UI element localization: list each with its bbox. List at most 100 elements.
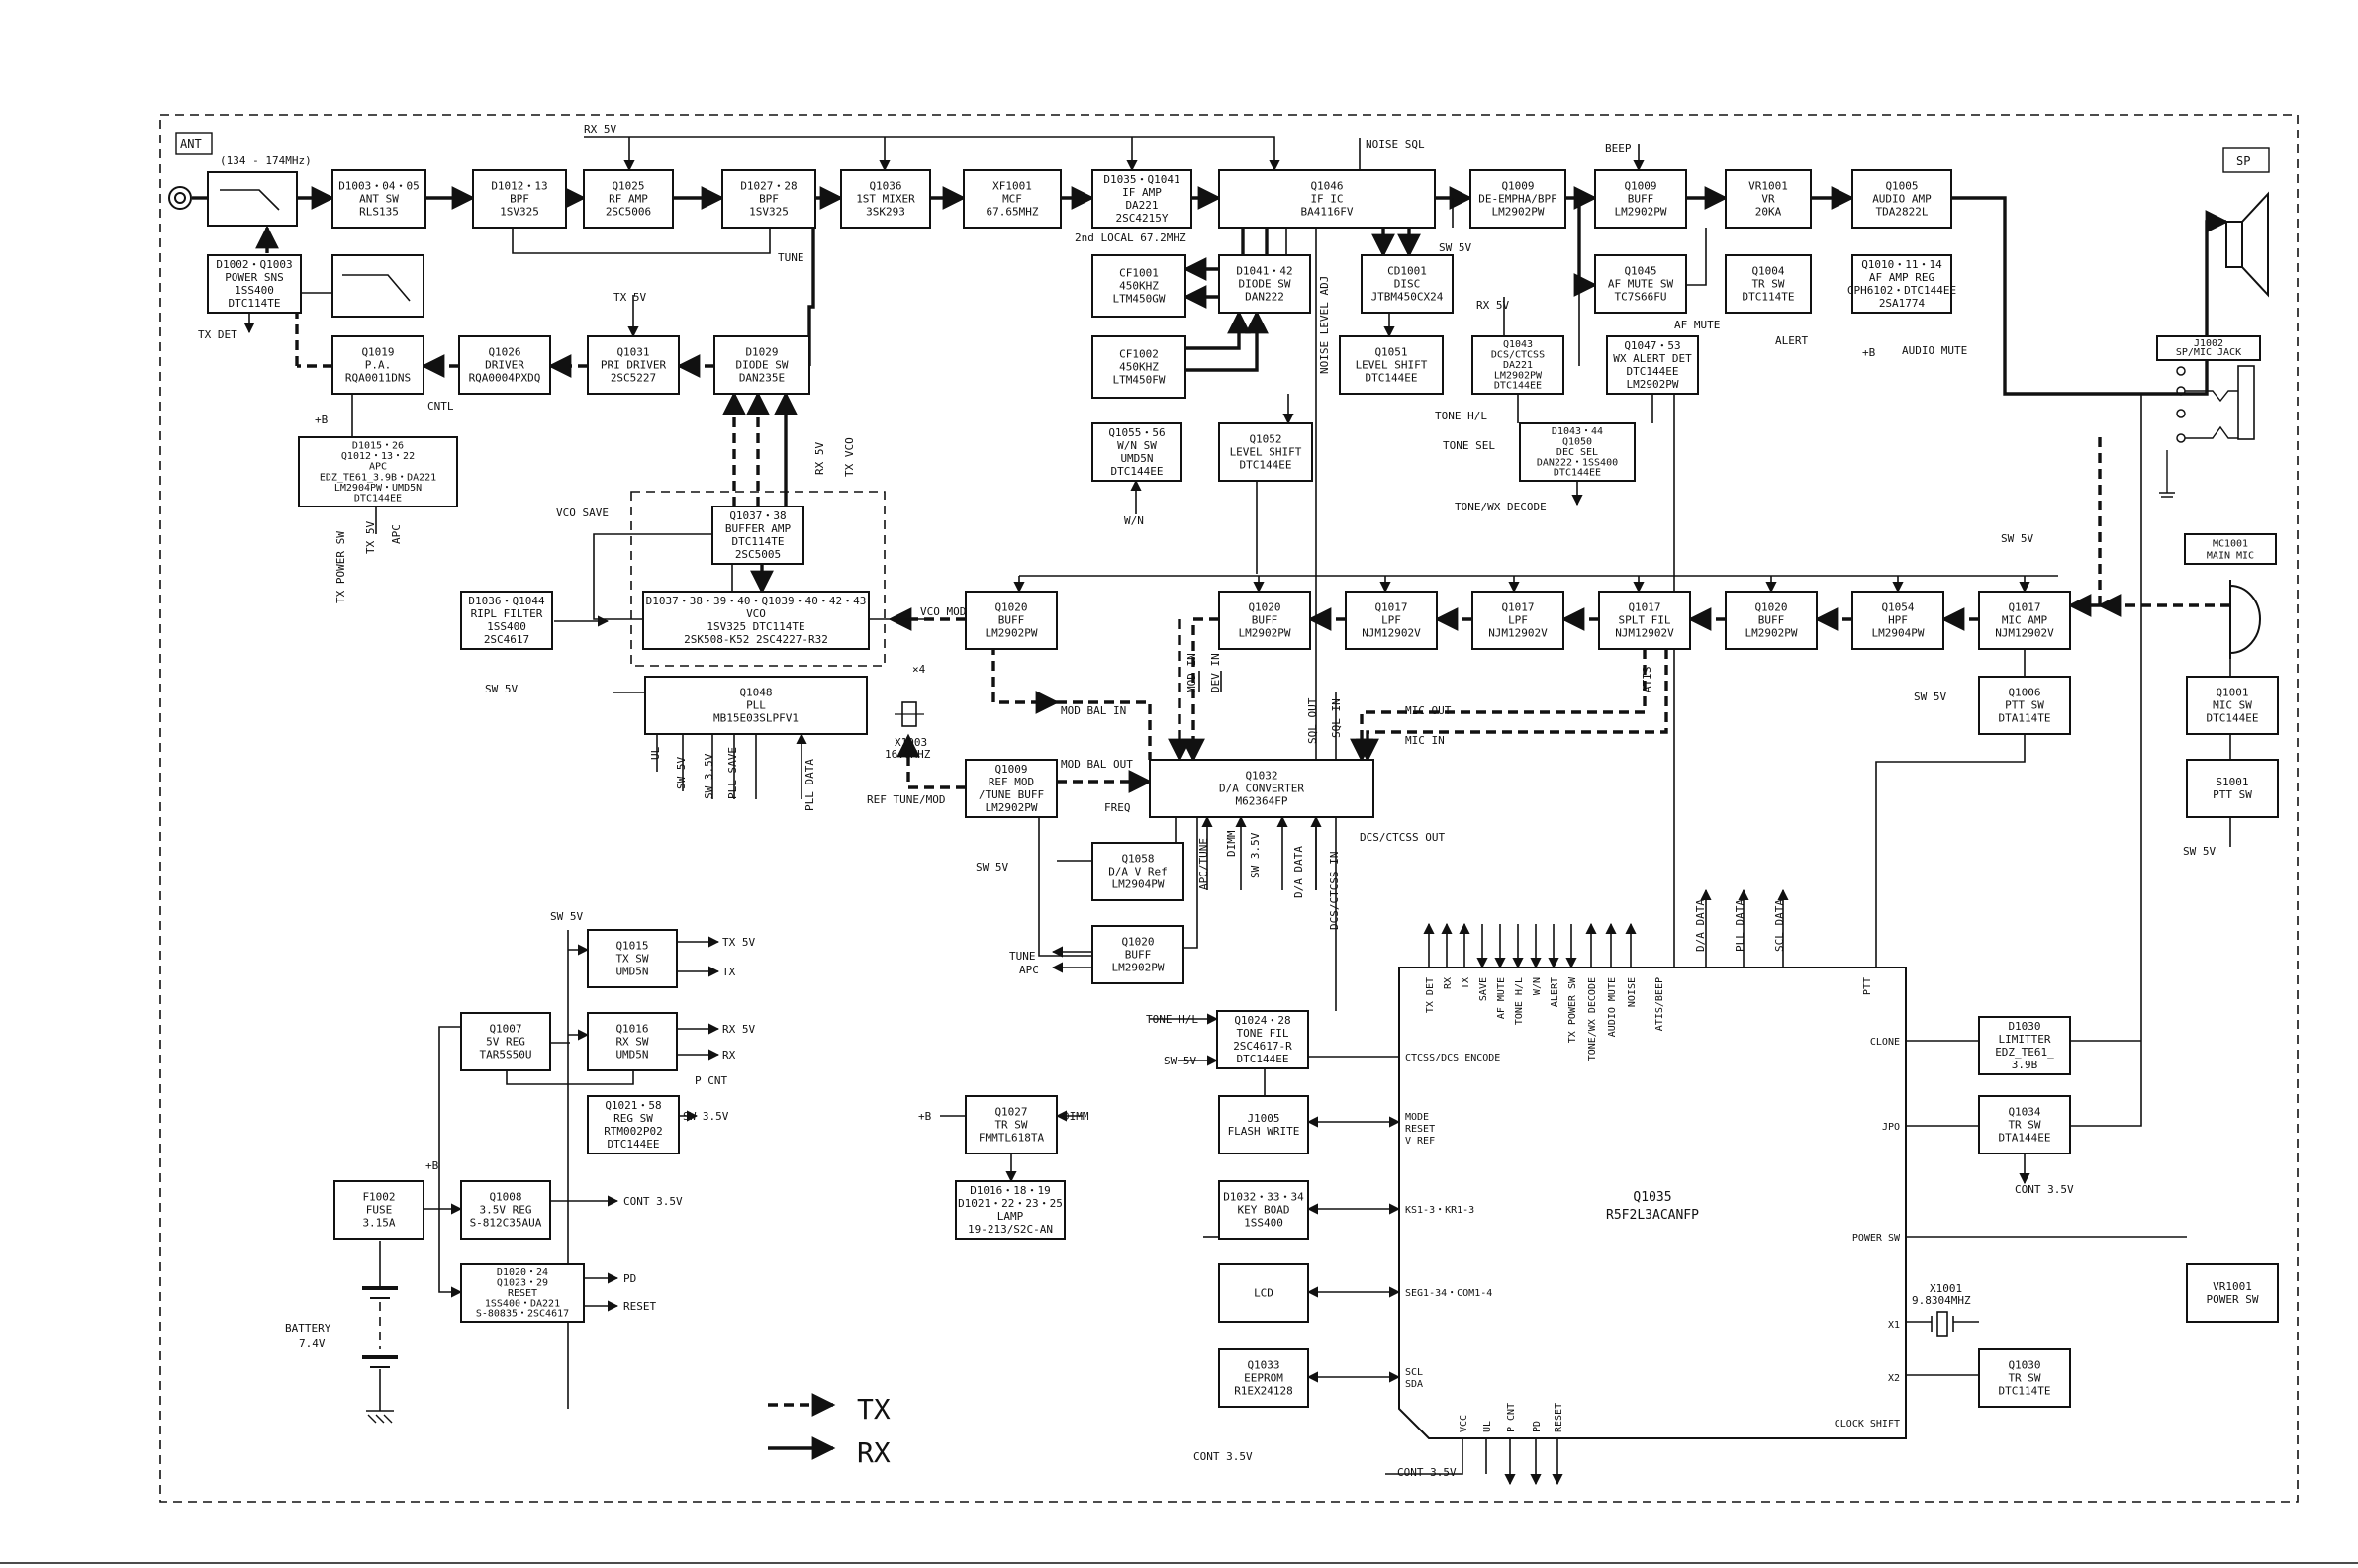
mcu-q1035 xyxy=(1398,967,1907,1439)
label-sw5v-f: SW 5V xyxy=(1164,1055,1196,1067)
mcu-ref: Q1035 xyxy=(1633,1190,1671,1205)
block-q1055-line: UMD5N xyxy=(1120,452,1153,465)
block-vr1001b-line: VR1001 xyxy=(2213,1280,2252,1293)
block-q1034-line: Q1034 xyxy=(2008,1106,2040,1119)
legend-tx: TX xyxy=(857,1393,891,1426)
block-d1012-line: 1SV325 xyxy=(500,206,539,219)
block-d1002-box xyxy=(207,254,302,314)
label-ref-tune: REF TUNE/MOD xyxy=(867,793,945,806)
block-q1017c-line: Q1017 xyxy=(1628,601,1660,614)
block-vr1001-line: VR1001 xyxy=(1748,180,1788,193)
block-q1020a-line: Q1020 xyxy=(994,601,1027,614)
block-d1030-line: LIMITTER xyxy=(1999,1033,2051,1046)
block-q1017d-line: Q1017 xyxy=(2008,601,2040,614)
label-tx-power-sw: TX POWER SW xyxy=(334,531,347,603)
block-q1020c-line: Q1020 xyxy=(1754,601,1787,614)
ant-label: ANT xyxy=(180,138,202,151)
block-q1033-box xyxy=(1218,1348,1309,1408)
block-d1015-line: Q1012・13・22 xyxy=(341,451,415,462)
block-q1019-line: RQA0011DNS xyxy=(345,372,411,385)
block-q1031-line: Q1031 xyxy=(616,346,649,359)
block-vco-line: VCO xyxy=(746,607,766,620)
block-d1003-box xyxy=(331,169,426,229)
block-q1020b-box xyxy=(1218,591,1311,650)
signal-wire xyxy=(1875,734,2026,968)
block-q1047-line: Q1047・53 xyxy=(1624,339,1680,352)
crystal-x1001-icon xyxy=(1931,1311,1954,1337)
block-d1036-line: RIPL FILTER xyxy=(471,607,543,620)
block-q1017c-line: SPLT FIL xyxy=(1619,614,1671,627)
block-q1017d-line: NJM12902V xyxy=(1995,627,2054,640)
signal-wire xyxy=(1185,310,1251,350)
label-plus-b-2: +B xyxy=(425,1159,439,1172)
label-plus-b-3: +B xyxy=(918,1110,932,1123)
block-vco-line: 1SV325 DTC114TE xyxy=(707,620,804,633)
block-q1021-line: REG SW xyxy=(613,1112,653,1125)
block-q1034-line: DTA144EE xyxy=(1999,1132,2051,1145)
block-q1010-box xyxy=(1851,254,1952,314)
block-q1055-box xyxy=(1091,422,1182,482)
block-cd1001-line: DISC xyxy=(1394,278,1421,291)
mcu-bottom-pin: VCC xyxy=(1459,1415,1469,1432)
label-x4: ×4 xyxy=(912,663,926,676)
block-q1051-line: DTC144EE xyxy=(1366,372,1418,385)
block-d1020-line: D1020・24 xyxy=(497,1267,548,1278)
block-j1002-box xyxy=(2156,335,2261,361)
block-q1036-line: Q1036 xyxy=(869,180,901,193)
block-f1002-box xyxy=(333,1180,424,1240)
block-q1020a-box xyxy=(965,591,1058,650)
block-q1026-line: Q1026 xyxy=(488,346,520,359)
block-q1009b-line: Q1009 xyxy=(1624,180,1656,193)
block-j1005-line: J1005 xyxy=(1247,1112,1279,1125)
block-q1009c-box xyxy=(965,759,1058,818)
block-d1035-box xyxy=(1091,169,1192,229)
label-sql-out: SQL OUT xyxy=(1306,697,1319,744)
block-q1032-line: D/A CONVERTER xyxy=(1219,783,1304,795)
block-d1015-box xyxy=(298,436,458,507)
block-q1009b-line: LM2902PW xyxy=(1615,206,1667,219)
label-sw5v-g: SW 5V xyxy=(2001,532,2033,545)
block-d1041-line: DAN222 xyxy=(1245,291,1284,304)
block-q1009c-line: REF MOD xyxy=(989,776,1034,788)
block-q1027-line: FMMTL618TA xyxy=(979,1132,1045,1145)
block-q1031-line: 2SC5227 xyxy=(611,372,656,385)
block-d1012-line: D1012・13 xyxy=(491,180,547,193)
label-tx5v: TX 5V xyxy=(613,291,646,304)
block-d1016-line: 19-213/S2C-AN xyxy=(968,1223,1053,1236)
vco-enclosure xyxy=(630,491,886,667)
label-wn: W/N xyxy=(1124,514,1144,527)
block-q1001-line: Q1001 xyxy=(2216,687,2248,699)
block-q1019-line: P.A. xyxy=(365,359,392,372)
label-tx5v-b: TX 5V xyxy=(364,521,377,554)
block-q1054-line: LM2904PW xyxy=(1872,627,1925,640)
block-vr1001-box xyxy=(1725,169,1812,229)
battery-icon xyxy=(362,1241,398,1424)
block-q1027-box xyxy=(965,1095,1058,1154)
block-q1004-line: TR SW xyxy=(1751,278,1784,291)
label-af-mute: AF MUTE xyxy=(1674,319,1720,331)
mcu-left-pin: RESET xyxy=(1405,1124,1435,1135)
label-rx5v: RX 5V xyxy=(584,123,616,136)
block-cf1002-box xyxy=(1091,335,1186,399)
block-d1002-line: DTC114TE xyxy=(229,297,281,310)
mcu-top-pin: PTT xyxy=(1862,977,1873,995)
mcu-top-pin: TX POWER SW xyxy=(1567,976,1578,1043)
mcu-right-pin: X1 xyxy=(1888,1320,1900,1331)
block-q1015-line: UMD5N xyxy=(615,966,648,978)
jack-icon xyxy=(2159,365,2255,498)
block-q1027-line: Q1027 xyxy=(994,1106,1027,1119)
block-q1010-line: AF AMP REG xyxy=(1869,271,1934,284)
block-q1009c-line: /TUNE BUFF xyxy=(979,788,1044,801)
block-d1041-box xyxy=(1218,254,1311,314)
